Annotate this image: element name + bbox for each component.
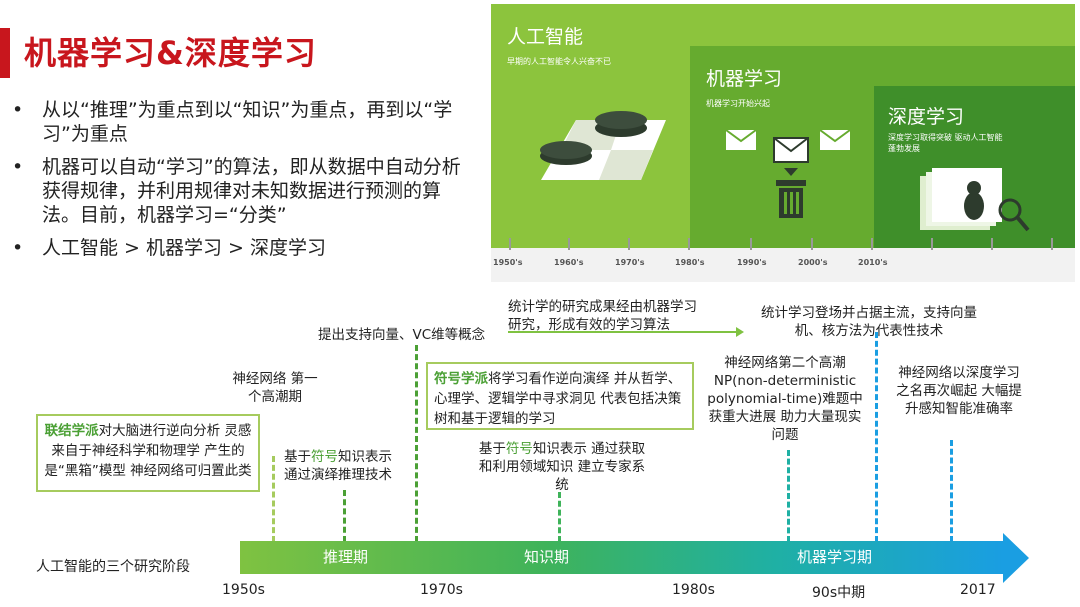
year-label: 1980s <box>672 582 715 598</box>
bullet-dot-icon: • <box>12 99 24 121</box>
connector-line <box>343 490 346 542</box>
expert-pre: 基于 <box>478 441 506 457</box>
decade-tick <box>811 238 813 250</box>
decade-tick <box>1051 238 1053 250</box>
connector-line <box>787 450 790 542</box>
ai-panel-subtitle: 早期的人工智能令人兴奋不已 <box>507 57 611 66</box>
phase-knowledge: 知识期 <box>524 548 570 566</box>
connector-line <box>950 440 953 542</box>
timeline-bar <box>240 541 1003 574</box>
event-stat-ml: 统计学的研究成果经由机器学习 研究，形成有效的学习算法 <box>508 299 697 333</box>
decade-label: 1970's <box>615 258 645 267</box>
expert-post: 知识表示 通过获取和利用领域知识 建立专家系统 <box>478 441 646 493</box>
email-filter-icon <box>725 129 851 218</box>
bullet-text: 从以“推理”为重点到以“知识”为重点，再到以“学习”为重点 <box>42 99 453 145</box>
dl-panel-title: 深度学习 <box>888 106 965 128</box>
dl-panel: 深度学习 深度学习取得突破 驱动人工智能蓬勃发展 <box>874 86 1075 248</box>
decade-tick <box>628 238 630 250</box>
decade-label: 1980's <box>675 258 705 267</box>
bullet-item: • 从以“推理”为重点到以“知识”为重点，再到以“学习”为重点 <box>12 98 474 146</box>
symbolism-label: 符号学派 <box>434 371 488 387</box>
decade-tick <box>568 238 570 250</box>
decade-tick <box>871 238 873 250</box>
cat-recognition-icon <box>920 168 1030 232</box>
event-expert: 基于符号知识表示 通过获取和利用领域知识 建立专家系统 <box>476 440 648 494</box>
timeline-label: 人工智能的三个研究阶段 <box>36 559 190 575</box>
bullet-item: • 机器可以自动“学习”的算法，即从数据中自动分析获得规律，并利用规律对未知数据进… <box>12 155 474 227</box>
event-stat-main: 统计学习登场并占据主流，支持向量机、核方法为代表性技术 <box>761 305 977 339</box>
bullet-item: • 人工智能 > 机器学习 > 深度学习 <box>12 236 474 260</box>
dl-panel-subtitle: 深度学习取得突破 驱动人工智能蓬勃发展 <box>888 133 1003 153</box>
bullet-dot-icon: • <box>12 237 24 259</box>
bullet-text: 人工智能 > 机器学习 > 深度学习 <box>42 237 326 259</box>
decade-tick <box>931 238 933 250</box>
decade-label: 2010's <box>858 258 888 267</box>
decade-label: 1950's <box>493 258 523 267</box>
year-label: 1970s <box>420 582 463 598</box>
event-svm: 提出支持向量、VC维等概念 <box>318 327 486 343</box>
bullet-text: 机器可以自动“学习”的算法，即从数据中自动分析获得规律，并利用规律对未知数据进行… <box>42 156 461 226</box>
connectionism-text: 对大脑进行逆向分析 灵感来自于神经科学和物理学 产生的是“黑箱”模型 神经网络可… <box>44 423 252 479</box>
connectionism-label: 联结学派 <box>44 423 99 439</box>
connectionism-box: 联结学派对大脑进行逆向分析 灵感来自于神经科学和物理学 产生的是“黑箱”模型 神… <box>36 414 260 492</box>
phase-reasoning: 推理期 <box>323 548 369 566</box>
phase-machine-learning: 机器学习期 <box>797 548 873 566</box>
bullet-dot-icon: • <box>12 156 24 178</box>
event-deep-learning: 神经网络以深度学习之名再次崛起 大幅提升感知智能准确率 <box>896 365 1022 417</box>
connector-line <box>875 332 878 542</box>
timeline-arrow-icon <box>1003 533 1029 583</box>
symbolism-text: 将学习看作逆向演绎 并从哲学、心理学、逻辑学中寻求洞见 代表包括决策树和基于逻辑… <box>434 371 682 427</box>
ml-panel-subtitle: 机器学习开始兴起 <box>706 99 770 108</box>
decade-tick <box>991 238 993 250</box>
connector-line <box>415 345 418 542</box>
event-deduction: 基于符号知识表示 通过演绎推理技术 <box>284 448 408 484</box>
decade-tick <box>688 238 690 250</box>
ai-panel-title: 人工智能 <box>507 26 584 48</box>
arrow-icon <box>508 327 744 337</box>
year-label: 2017 <box>960 582 996 598</box>
expert-highlight: 符号 <box>505 441 533 457</box>
ml-panel-title: 机器学习 <box>706 68 783 90</box>
decade-label: 1960's <box>554 258 584 267</box>
connector-line <box>272 456 275 542</box>
connector-line <box>558 492 561 542</box>
year-label: 1950s <box>222 582 265 598</box>
year-label: 90s中期 <box>812 585 866 601</box>
deduction-pre: 基于 <box>284 449 311 465</box>
decade-label: 2000's <box>798 258 828 267</box>
decade-tick <box>509 238 511 250</box>
event-nn-peak1: 神经网络 第一个高潮期 <box>232 371 318 405</box>
title-accent-bar <box>0 28 10 78</box>
decade-label: 1990's <box>737 258 767 267</box>
checkers-board-icon <box>540 111 666 180</box>
deduction-highlight: 符号 <box>311 449 338 465</box>
symbolism-box: 符号学派将学习看作逆向演绎 并从哲学、心理学、逻辑学中寻求洞见 代表包括决策树和… <box>426 362 694 430</box>
page-title: 机器学习&深度学习 <box>24 34 317 72</box>
ai-ml-dl-illustration: 人工智能 早期的人工智能令人兴奋不已 机器学习 机器学习开始兴起 深度学习 深度… <box>491 4 1075 282</box>
event-nn-peak2: 神经网络第二个高潮 NP(non-deterministic polynomia… <box>707 355 863 443</box>
bullet-list: • 从以“推理”为重点到以“知识”为重点，再到以“学习”为重点 • 机器可以自动“学… <box>12 98 474 269</box>
decade-tick <box>750 238 752 250</box>
deduction-post: 知识表示 通过演绎推理技术 <box>284 449 392 483</box>
